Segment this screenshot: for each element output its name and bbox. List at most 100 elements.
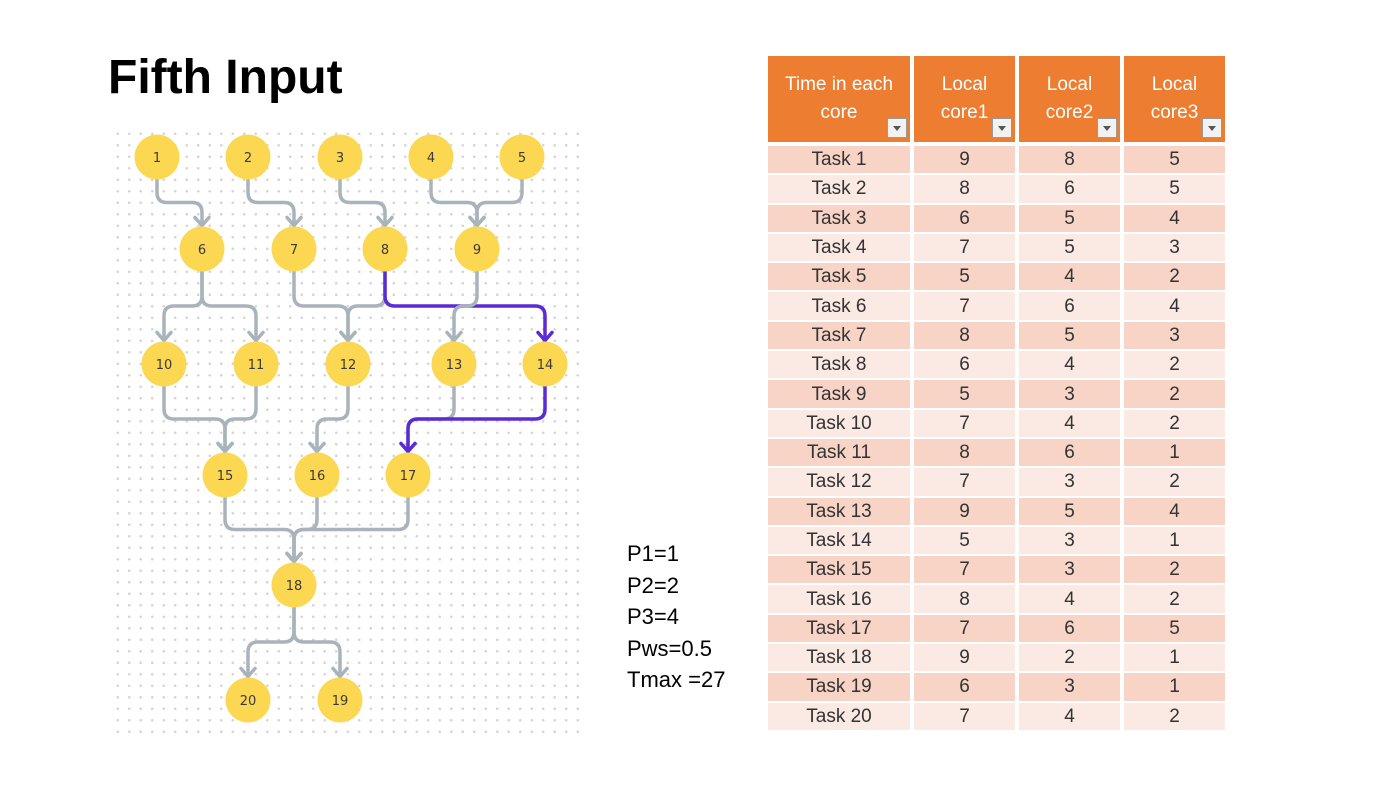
task-name-cell: Task 7 [768, 321, 910, 352]
node-circle [454, 226, 500, 272]
header-label: Local core1 [940, 74, 989, 123]
node-label: 12 [340, 358, 357, 373]
node-circle [225, 677, 271, 723]
table-header-row: Time in each core Local core1 Local core… [768, 56, 1225, 146]
task-node-9[interactable]: 9 [454, 226, 500, 272]
highlighted-edge-14-17 [399, 384, 547, 454]
filter-dropdown-icon[interactable] [887, 118, 907, 138]
task-node-19[interactable]: 19 [317, 677, 363, 723]
task-name-cell: Task 6 [768, 292, 910, 322]
arrowhead-icon [155, 330, 173, 343]
node-label: 9 [473, 243, 481, 258]
task-node-11[interactable]: 11 [233, 341, 279, 387]
edge-line [155, 177, 204, 228]
grid-background [112, 128, 580, 734]
core-time-cell: 4 [1019, 263, 1120, 293]
edge-line [406, 384, 547, 454]
filter-dropdown-icon[interactable] [1097, 118, 1117, 138]
task-name-cell: Task 19 [768, 673, 910, 703]
arrowhead-icon [376, 215, 394, 228]
task-node-2[interactable]: 2 [225, 134, 271, 180]
node-circle [385, 452, 431, 498]
node-label: 14 [537, 358, 554, 373]
node-circle [317, 134, 363, 180]
arrowhead-icon [536, 330, 554, 343]
core-time-cell: 5 [1019, 497, 1120, 527]
node-label: 7 [290, 243, 298, 258]
header-local-core2: Local core2 [1019, 56, 1120, 146]
node-label: 4 [427, 151, 435, 166]
filter-dropdown-icon[interactable] [1202, 118, 1222, 138]
task-node-17[interactable]: 17 [385, 452, 431, 498]
core-time-cell: 1 [1124, 644, 1225, 674]
header-local-core3: Local core3 [1124, 56, 1225, 146]
task-node-20[interactable]: 20 [225, 677, 271, 723]
task-name-cell: Task 13 [768, 497, 910, 527]
arrowhead-icon [445, 330, 463, 343]
core-time-cell: 6 [1019, 614, 1120, 645]
task-node-18[interactable]: 18 [271, 562, 317, 608]
edge-11-15 [216, 384, 258, 454]
core-time-cell: 2 [1124, 263, 1225, 293]
edges-layer [155, 177, 554, 679]
edge-line [315, 384, 350, 454]
task-name-cell: Task 15 [768, 556, 910, 586]
node-circle [362, 226, 408, 272]
task-name-cell: Task 2 [768, 175, 910, 205]
node-label: 11 [248, 358, 265, 373]
header-label: Local core3 [1150, 74, 1199, 123]
core-time-cell: 4 [1124, 292, 1225, 322]
node-circle [431, 341, 477, 387]
arrowhead-icon [468, 215, 486, 228]
edge-6-11 [200, 269, 265, 343]
task-node-10[interactable]: 10 [141, 341, 187, 387]
core-time-cell: 6 [914, 351, 1015, 381]
task-node-15[interactable]: 15 [202, 452, 248, 498]
task-node-8[interactable]: 8 [362, 226, 408, 272]
core-time-cell: 3 [1019, 556, 1120, 586]
core-time-cell: 7 [914, 556, 1015, 586]
task-node-14[interactable]: 14 [522, 341, 568, 387]
core-time-cell: 3 [1019, 673, 1120, 703]
core-time-cell: 2 [1124, 468, 1225, 498]
task-node-3[interactable]: 3 [317, 134, 363, 180]
arrowhead-icon [216, 441, 234, 454]
task-node-13[interactable]: 13 [431, 341, 477, 387]
edge-line [223, 384, 258, 454]
node-label: 1 [153, 151, 161, 166]
edge-line [292, 605, 342, 679]
core-time-cell: 7 [914, 614, 1015, 645]
task-node-5[interactable]: 5 [499, 134, 545, 180]
task-node-1[interactable]: 1 [134, 134, 180, 180]
header-label: Time in each core [784, 74, 894, 123]
param-p2: P2=2 [627, 572, 679, 598]
core-time-cell: 8 [1019, 146, 1120, 176]
task-node-16[interactable]: 16 [294, 452, 340, 498]
core-time-cell: 5 [1019, 204, 1120, 234]
node-circle [134, 134, 180, 180]
node-circle [202, 452, 248, 498]
core-time-cell: 6 [914, 204, 1015, 234]
task-name-cell: Task 11 [768, 438, 910, 469]
task-node-6[interactable]: 6 [179, 226, 225, 272]
core-time-cell: 3 [1019, 380, 1120, 410]
task-node-4[interactable]: 4 [408, 134, 454, 180]
node-label: 20 [240, 694, 257, 709]
core-time-cell: 9 [914, 497, 1015, 527]
task-node-7[interactable]: 7 [271, 226, 317, 272]
node-circle [294, 452, 340, 498]
task-node-12[interactable]: 12 [325, 341, 371, 387]
filter-dropdown-icon[interactable] [992, 118, 1012, 138]
core-time-cell: 7 [914, 233, 1015, 264]
page-title: Fifth Input [108, 51, 343, 104]
core-time-cell: 9 [914, 146, 1015, 176]
arrowhead-icon [399, 441, 417, 454]
arrowhead-icon [239, 666, 257, 679]
header-local-core1: Local core1 [914, 56, 1015, 146]
edge-2-7 [246, 177, 303, 228]
